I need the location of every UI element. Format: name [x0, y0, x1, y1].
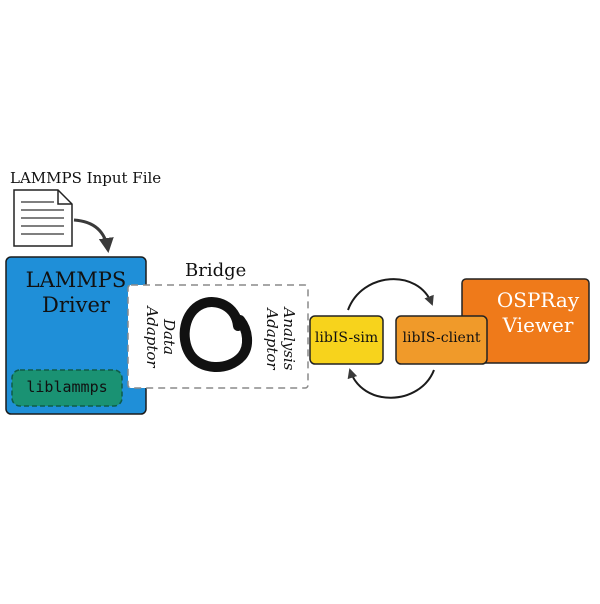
- analysis-adaptor-line2: Adaptor: [263, 308, 281, 370]
- sim-to-client-arrow: [347, 278, 434, 311]
- liblammps-box: [11, 369, 123, 407]
- driver-title-line2: Driver: [42, 293, 110, 317]
- liblammps-label: liblammps: [26, 378, 108, 396]
- data-adaptor-label: Data Adaptor: [140, 292, 180, 382]
- viewer-title-line2: Viewer: [502, 313, 574, 337]
- analysis-adaptor-label: Analysis Adaptor: [258, 292, 302, 386]
- bridge-title: Bridge: [185, 260, 247, 281]
- data-adaptor-line2: Adaptor: [143, 306, 161, 368]
- libis-client-label: libIS-client: [402, 330, 481, 346]
- client-to-sim-arrow: [347, 368, 435, 399]
- document-icon: [13, 189, 73, 247]
- input-file-label: LAMMPS Input File: [10, 169, 162, 187]
- enso-circle-icon: [179, 297, 252, 373]
- bridge-box: [127, 284, 309, 389]
- data-adaptor-line1: Data: [160, 319, 178, 355]
- input-arrow: [73, 218, 114, 253]
- analysis-adaptor-line1: Analysis: [280, 307, 298, 371]
- libis-sim-box: [309, 315, 384, 365]
- libis-sim-label: libIS-sim: [314, 330, 379, 346]
- viewer-title-line1: OSPRay: [496, 288, 580, 312]
- driver-title-line1: LAMMPS: [25, 268, 127, 292]
- libis-client-box: [395, 315, 488, 365]
